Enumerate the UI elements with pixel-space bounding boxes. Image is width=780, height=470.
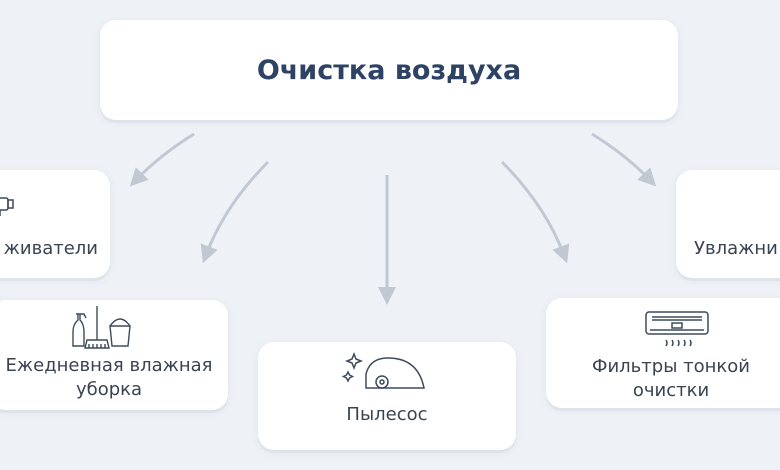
node-label-line1: Фильтры тонкой bbox=[591, 356, 750, 377]
node-label-line2: уборка bbox=[75, 379, 143, 400]
node-humidifiers: Увлажни bbox=[676, 170, 780, 278]
root-title: Очистка воздуха bbox=[256, 54, 522, 86]
air-conditioner-icon bbox=[645, 311, 709, 347]
node-label: Увлажни bbox=[694, 238, 778, 259]
robot-vacuum-icon bbox=[342, 351, 425, 389]
node-label-line2: очистки bbox=[632, 380, 710, 401]
node-label-line1: Ежедневная влажная bbox=[5, 355, 213, 376]
node-label: Пылесос bbox=[346, 404, 428, 425]
arrow-to-humidifiers bbox=[591, 132, 657, 187]
arrow-to-disinfectors bbox=[129, 132, 195, 187]
node-vacuum: Пылесос bbox=[258, 342, 516, 450]
node-disinfectors: живатели bbox=[0, 170, 110, 278]
node-wet-cleaning: Ежедневная влажная уборка bbox=[0, 300, 228, 410]
cleaning-supplies-icon bbox=[72, 306, 131, 349]
arrow-to-filters bbox=[500, 160, 570, 264]
node-fine-filters: Фильтры тонкой очистки bbox=[546, 298, 780, 408]
disinfector-icon bbox=[0, 197, 14, 216]
arrow-to-wet-cleaning bbox=[200, 160, 270, 264]
root-node-card: Очистка воздуха bbox=[100, 20, 678, 120]
node-label: живатели bbox=[3, 238, 98, 259]
